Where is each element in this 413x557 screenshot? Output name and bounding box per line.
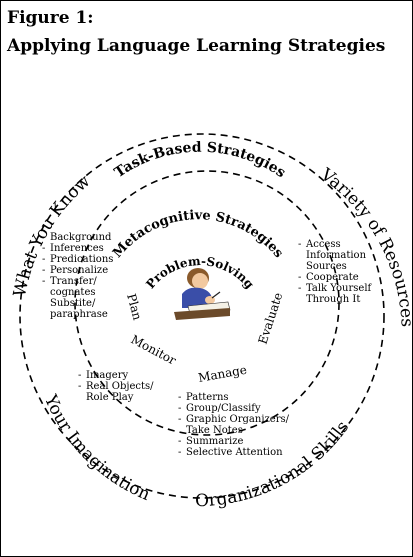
cycle-monitor: Monitor <box>129 332 179 367</box>
cycle-evaluate: Evaluate <box>256 291 286 346</box>
list-item: -Real Objects/ <box>78 381 154 392</box>
list-item: Information <box>306 250 367 261</box>
list-item: Substite/ <box>50 298 96 309</box>
cycle-manage: Manage <box>197 363 248 385</box>
figure-title: Applying Language Learning Strategies <box>7 36 386 56</box>
list-item: -Inferences <box>42 243 104 254</box>
variety-of-resources-list: -Access Information Sources -Cooperate -… <box>298 239 371 305</box>
student-writing-illustration <box>174 268 231 320</box>
outer-dashed-ring <box>19 133 385 499</box>
list-item: -Selective Attention <box>178 447 283 458</box>
list-item: Sources <box>306 261 347 272</box>
list-item: -Cooperate <box>298 272 359 283</box>
list-item: -Group/Classify <box>178 403 261 414</box>
list-item: Role Play <box>86 392 134 403</box>
list-item: -Predications <box>42 254 114 265</box>
organizational-skills-list: -Patterns -Group/Classify -Graphic Organ… <box>178 392 289 458</box>
metacognitive-label: Metacognitive Strategies <box>110 208 286 261</box>
what-you-know-list: -Background -Inferences -Predications -P… <box>42 232 113 320</box>
list-item: -Access <box>298 239 341 250</box>
list-item: -Transfer/ <box>42 276 97 287</box>
list-item: -Patterns <box>178 392 229 403</box>
list-item: -Summarize <box>178 436 244 447</box>
list-item: -Personalize <box>42 265 109 276</box>
list-item: -Background <box>42 232 112 243</box>
list-item: cognates <box>50 287 96 298</box>
figure-number: Figure 1: <box>7 8 94 28</box>
cycle-plan: Plan <box>124 292 145 322</box>
list-item: -Talk Yourself <box>298 283 372 294</box>
list-item: -Imagery <box>78 370 129 381</box>
imagination-list: -Imagery -Real Objects/ Role Play <box>78 370 154 403</box>
list-item: paraphrase <box>50 309 108 320</box>
your-imagination-label: Your Imagination <box>40 391 153 505</box>
inner-dashed-ring <box>74 170 340 436</box>
list-item: -Graphic Organizers/ <box>178 414 289 425</box>
list-item: Take Notes <box>186 425 243 436</box>
list-item: Through It <box>306 294 361 305</box>
